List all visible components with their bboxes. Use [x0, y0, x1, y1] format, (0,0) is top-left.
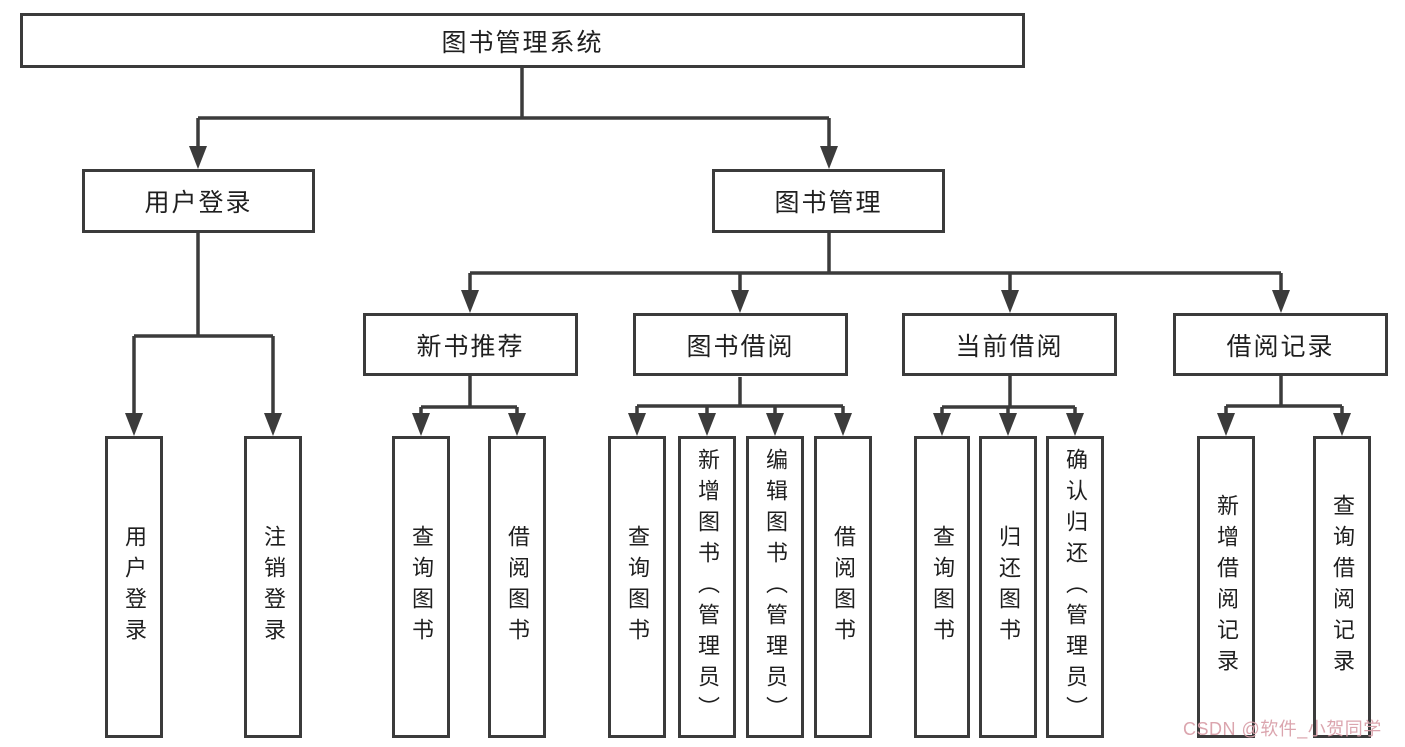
leaf-label: 查询图书 — [930, 525, 955, 649]
arrowhead — [999, 413, 1017, 436]
leaf-label: 查询借阅记录 — [1330, 494, 1355, 680]
leaf-query-books-borrow: 查询图书 — [608, 436, 666, 738]
leaf-label: 查询图书 — [409, 525, 434, 649]
connector-root — [196, 68, 831, 148]
connector-user-login — [132, 233, 275, 416]
connector-book-management — [468, 233, 1283, 292]
arrowhead — [1217, 413, 1235, 436]
leaf-label: 新增图书（管理员） — [695, 447, 720, 727]
arrowhead — [461, 290, 479, 313]
leaf-logout: 注销登录 — [244, 436, 302, 738]
arrowhead — [412, 413, 430, 436]
leaf-label: 注销登录 — [261, 525, 286, 649]
leaf-label: 借阅图书 — [505, 525, 530, 649]
leaf-label: 新增借阅记录 — [1214, 494, 1239, 680]
arrowhead — [264, 413, 282, 436]
arrowhead — [1001, 290, 1019, 313]
leaf-label: 归还图书 — [996, 525, 1021, 649]
arrowhead — [820, 146, 838, 169]
arrowhead — [933, 413, 951, 436]
leaf-user-login: 用户登录 — [105, 436, 163, 738]
leaf-query-books-current: 查询图书 — [914, 436, 970, 738]
leaf-label: 借阅图书 — [831, 525, 856, 649]
arrowhead — [508, 413, 526, 436]
connector-new-book — [419, 376, 519, 416]
node-new-book-recommend: 新书推荐 — [363, 313, 578, 376]
connector-current-borrow — [940, 376, 1077, 416]
node-book-borrow: 图书借阅 — [633, 313, 848, 376]
arrowhead — [1066, 413, 1084, 436]
connector-book-borrow — [635, 377, 845, 416]
arrowhead — [731, 290, 749, 313]
arrowhead — [125, 413, 143, 436]
arrowhead — [628, 413, 646, 436]
leaf-confirm-return-admin: 确认归还（管理员） — [1046, 436, 1104, 738]
arrowhead — [698, 413, 716, 436]
node-user-login: 用户登录 — [82, 169, 315, 233]
node-root: 图书管理系统 — [20, 13, 1025, 68]
leaf-label: 查询图书 — [625, 525, 650, 649]
connector-borrow-records — [1224, 376, 1344, 416]
csdn-watermark: CSDN @软件_小贺同学 — [1183, 719, 1382, 739]
leaf-borrow-books: 借阅图书 — [814, 436, 872, 738]
leaf-label: 编辑图书（管理员） — [763, 447, 788, 727]
leaf-query-books-recommend: 查询图书 — [392, 436, 450, 738]
leaf-add-borrow-record: 新增借阅记录 — [1197, 436, 1255, 738]
leaf-borrow-books-recommend: 借阅图书 — [488, 436, 546, 738]
leaf-label: 确认归还（管理员） — [1063, 447, 1088, 727]
node-book-management: 图书管理 — [712, 169, 945, 233]
node-current-borrow: 当前借阅 — [902, 313, 1117, 376]
leaf-label: 用户登录 — [122, 525, 147, 649]
arrowheads — [125, 146, 1351, 436]
arrowhead — [834, 413, 852, 436]
arrowhead — [766, 413, 784, 436]
leaf-return-book: 归还图书 — [979, 436, 1037, 738]
leaf-query-borrow-record: 查询借阅记录 — [1313, 436, 1371, 738]
arrowhead — [1333, 413, 1351, 436]
arrowhead — [189, 146, 207, 169]
leaf-edit-book-admin: 编辑图书（管理员） — [746, 436, 804, 738]
leaf-add-book-admin: 新增图书（管理员） — [678, 436, 736, 738]
arrowhead — [1272, 290, 1290, 313]
node-borrow-records: 借阅记录 — [1173, 313, 1388, 376]
